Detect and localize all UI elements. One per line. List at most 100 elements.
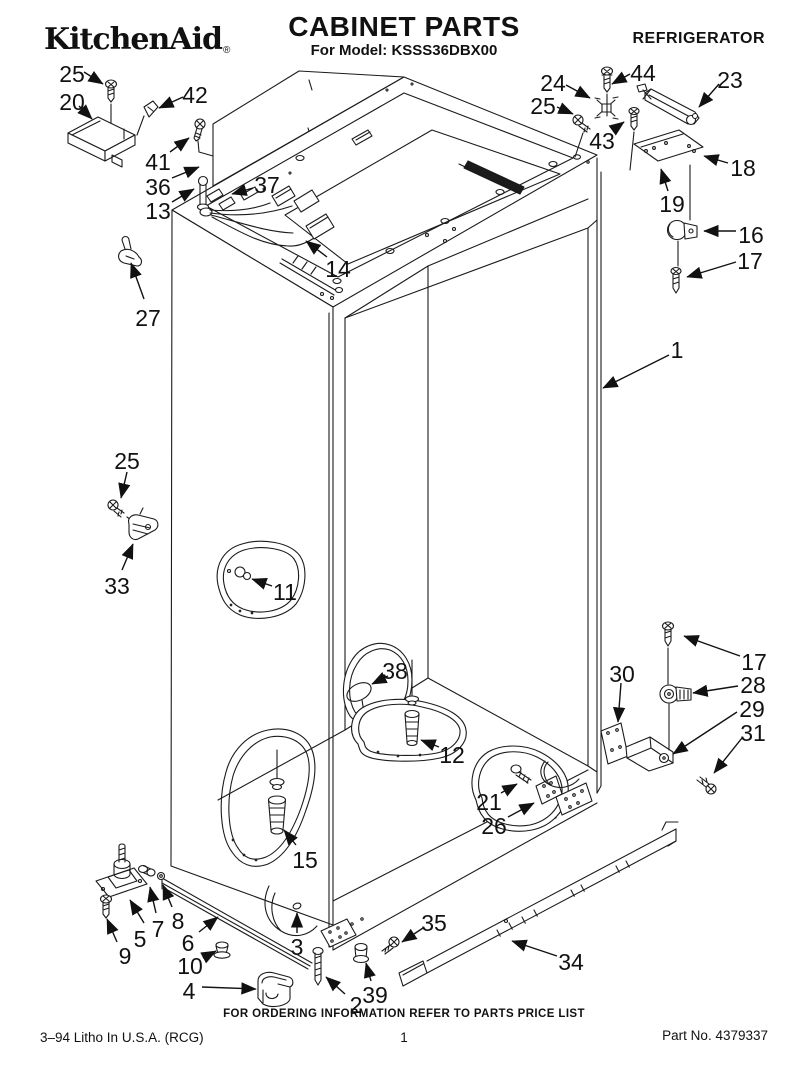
floor-front-left-edge — [217, 729, 346, 801]
registered-trademark-icon: ® — [222, 45, 230, 56]
callout-arrow-20 — [77, 104, 93, 120]
callout-arrow-26 — [507, 802, 535, 818]
callout-arrow-38 — [371, 671, 389, 685]
roller-bracket-4 — [257, 971, 294, 1008]
part-number: Part No. 4379337 — [662, 1028, 768, 1043]
callout-arrow-5 — [129, 899, 145, 924]
ordering-note: FOR ORDERING INFORMATION REFER TO PARTS … — [223, 1008, 585, 1020]
roller-assembly-right — [625, 621, 717, 795]
part-callout-3: 3 — [291, 934, 304, 960]
part-callout-44: 44 — [630, 60, 656, 86]
part-callout-12: 12 — [439, 742, 465, 768]
part-callout-25: 25 — [59, 61, 85, 87]
callout-arrow-44 — [611, 71, 631, 85]
product-type: REFRIGERATOR — [632, 30, 765, 47]
part-callout-20: 20 — [59, 89, 85, 115]
bottom-rail-6 — [161, 877, 313, 970]
callout-arrow-11 — [251, 578, 273, 590]
bracket-30 — [600, 722, 629, 765]
foot-assembly-5 — [95, 843, 148, 898]
callout-arrow-36 — [171, 166, 200, 179]
grille-rail-34 — [398, 821, 679, 987]
page-number: 1 — [400, 1030, 408, 1045]
callout-arrow-25 — [118, 471, 131, 499]
top-front-rail — [279, 255, 344, 296]
part-callout-9: 9 — [119, 943, 132, 969]
part-callout-10: 10 — [177, 953, 203, 979]
callout-arrow-27 — [130, 262, 145, 300]
model-line: For Model: KSSS36DBX00 — [310, 42, 498, 59]
callout-arrow-2 — [325, 976, 346, 995]
hook-bracket-3 — [264, 885, 318, 937]
top-left-hardware — [67, 79, 206, 267]
front-bracket-plate — [320, 918, 357, 948]
part-callout-16: 16 — [738, 222, 764, 248]
part-callout-19: 19 — [659, 191, 685, 217]
callout-arrow-15 — [283, 829, 298, 846]
mid-left-hardware — [107, 499, 159, 541]
screw-2 — [312, 946, 324, 986]
litho-line: 3–94 Litho In U.S.A. (RCG) — [40, 1030, 204, 1045]
clips-37 — [206, 129, 373, 211]
callout-arrow-9 — [106, 918, 119, 943]
part-callout-26: 26 — [481, 813, 507, 839]
part-callout-1: 1 — [671, 337, 684, 363]
callout-arrow-18 — [703, 154, 729, 167]
callout-arrow-1 — [602, 354, 670, 389]
leveling-leg-12 — [404, 659, 420, 747]
callout-arrow-31 — [713, 737, 743, 774]
part-callout-21: 21 — [476, 789, 502, 815]
grommet-10 — [213, 941, 231, 959]
callout-arrow-25 — [83, 70, 104, 85]
top-hinge-hardware — [572, 66, 704, 294]
brand-logo: KitchenAid® — [44, 22, 230, 57]
part-callout-31: 31 — [740, 720, 766, 746]
part-callout-37: 37 — [254, 172, 280, 198]
part-callout-35: 35 — [421, 910, 447, 936]
callout-arrow-24 — [565, 84, 591, 99]
part-callout-7: 7 — [152, 916, 165, 942]
callout-arrow-35 — [401, 927, 424, 943]
part-callout-6: 6 — [182, 930, 195, 956]
part-callout-5: 5 — [134, 926, 147, 952]
part-callout-15: 15 — [292, 847, 318, 873]
callout-arrow-10 — [200, 950, 217, 964]
patch-21-26 — [471, 745, 593, 832]
callout-arrow-13 — [171, 188, 195, 203]
page-title: CABINET PARTS — [288, 11, 520, 42]
part-callout-27: 27 — [135, 305, 161, 331]
callout-arrow-8 — [162, 884, 175, 908]
callout-arrow-6 — [198, 916, 219, 933]
callout-arrow-39 — [363, 962, 376, 982]
grommet-39 — [352, 942, 370, 964]
callout-arrow-17 — [683, 635, 741, 657]
callout-arrow-37 — [231, 184, 254, 196]
spacer-7 — [137, 864, 156, 877]
part-callout-25: 25 — [114, 448, 140, 474]
part-callout-11: 11 — [273, 579, 297, 605]
brand-name: KitchenAid — [44, 22, 223, 57]
part-callout-30: 30 — [609, 661, 635, 687]
part-callout-4: 4 — [183, 978, 196, 1004]
callout-arrow-28 — [692, 684, 739, 697]
callout-arrow-19 — [659, 168, 672, 192]
callout-arrow-21 — [500, 783, 518, 797]
callout-arrow-4 — [201, 982, 257, 995]
part-callout-14: 14 — [325, 256, 351, 282]
part-callout-39: 39 — [362, 982, 388, 1008]
part-callout-17: 17 — [741, 649, 767, 675]
callout-arrow-7 — [147, 886, 160, 914]
part-callout-13: 13 — [145, 198, 171, 224]
callout-arrow-14 — [305, 240, 328, 258]
callout-arrow-30 — [612, 682, 626, 723]
callout-arrow-25 — [556, 102, 574, 115]
callout-arrow-34 — [511, 939, 558, 957]
part-callout-43: 43 — [589, 128, 615, 154]
part-callout-17: 17 — [737, 248, 763, 274]
callout-arrow-41 — [169, 137, 190, 153]
wiring-harness-14 — [199, 185, 335, 247]
screw-35 — [381, 936, 400, 955]
part-callout-28: 28 — [740, 672, 766, 698]
